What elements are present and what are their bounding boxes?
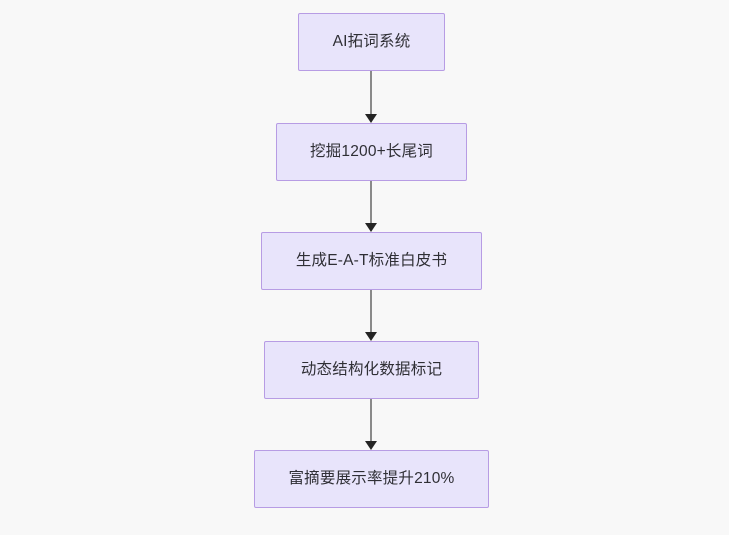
flow-node-4[interactable]: 动态结构化数据标记 [264,341,479,399]
connector-line [370,181,372,223]
flow-node-label: 富摘要展示率提升210% [288,470,455,488]
connector-arrow-3 [364,290,378,341]
connector-line [370,71,372,114]
flow-node-label: 动态结构化数据标记 [300,361,443,379]
connector-arrow-1 [364,71,378,123]
arrowhead-icon [365,114,377,123]
flow-node-1[interactable]: AI拓词系统 [298,13,445,71]
arrowhead-icon [365,332,377,341]
connector-arrow-2 [364,181,378,232]
arrowhead-icon [365,223,377,232]
flow-node-5[interactable]: 富摘要展示率提升210% [254,450,489,508]
flow-node-label: 生成E-A-T标准白皮书 [295,252,448,270]
arrowhead-icon [365,441,377,450]
connector-arrow-4 [364,399,378,450]
flow-node-3[interactable]: 生成E-A-T标准白皮书 [261,232,482,290]
flow-node-label: 挖掘1200+长尾词 [309,143,434,161]
connector-line [370,290,372,332]
flow-node-2[interactable]: 挖掘1200+长尾词 [276,123,467,181]
connector-line [370,399,372,441]
flow-node-label: AI拓词系统 [332,33,411,51]
